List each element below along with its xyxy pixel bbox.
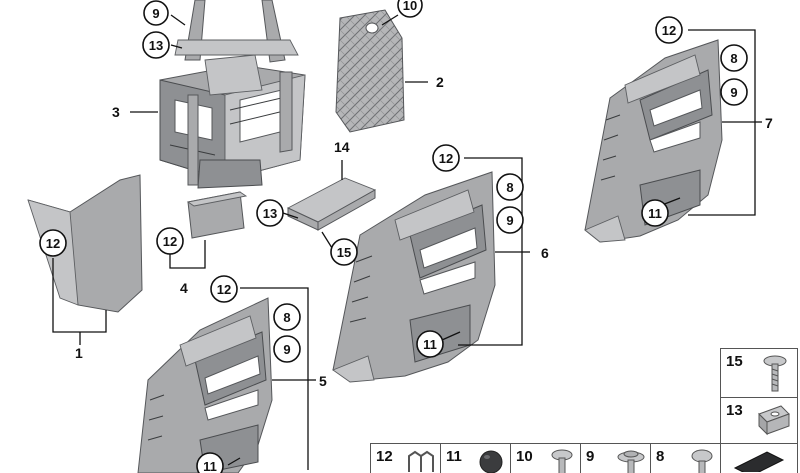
callout-12-part7: 12 [655, 16, 683, 44]
svg-text:12: 12 [163, 234, 177, 249]
legend-box-13: 13 [720, 397, 798, 445]
callout-15-part14: 15 [330, 238, 358, 266]
pan-screw-icon [691, 449, 713, 473]
part-4-cap [186, 191, 248, 239]
callout-11-part5: 11 [196, 452, 224, 473]
svg-text:9: 9 [152, 6, 159, 21]
legend-number: 9 [586, 448, 595, 465]
bolt-icon [551, 449, 573, 473]
callout-8-part6: 8 [496, 173, 524, 201]
part-3-frame [159, 0, 306, 189]
legend-box-9: 9 [580, 443, 652, 473]
legend-box-10: 10 [510, 443, 582, 473]
spring-clip-icon [408, 450, 434, 472]
svg-text:9: 9 [730, 85, 737, 100]
label-5: 5 [319, 373, 327, 389]
part-14-bracket [286, 177, 377, 231]
svg-text:11: 11 [423, 337, 437, 352]
svg-text:12: 12 [439, 151, 453, 166]
direction-arrow-icon [733, 451, 785, 472]
legend-number: 13 [726, 402, 743, 419]
legend-number: 11 [446, 448, 462, 465]
legend-box-11: 11 [440, 443, 512, 473]
label-1: 1 [75, 345, 83, 361]
callout-11-part6: 11 [416, 330, 444, 358]
callout-11-part7: 11 [641, 199, 669, 227]
svg-text:9: 9 [283, 342, 290, 357]
legend-number: 15 [726, 353, 743, 370]
part-7-seat-cover [584, 39, 723, 243]
legend-box-15: 15 [720, 348, 798, 398]
svg-text:13: 13 [149, 38, 163, 53]
legend-box-8: 8 [650, 443, 722, 473]
svg-text:15: 15 [337, 245, 351, 260]
svg-text:10: 10 [403, 0, 417, 13]
svg-text:8: 8 [283, 310, 290, 325]
clip-nut-icon [758, 405, 790, 436]
flange-screw-icon [617, 450, 645, 473]
callout-13-top: 13 [142, 31, 170, 59]
callout-12-part6: 12 [432, 144, 460, 172]
svg-text:8: 8 [730, 51, 737, 66]
label-6: 6 [541, 245, 549, 261]
screw-icon [763, 355, 787, 392]
callout-12-part4: 12 [156, 227, 184, 255]
svg-text:13: 13 [263, 206, 277, 221]
callout-10-top: 10 [397, 0, 423, 18]
svg-text:9: 9 [506, 213, 513, 228]
callout-12-part1: 12 [39, 229, 67, 257]
svg-text:11: 11 [203, 459, 217, 473]
label-14: 14 [334, 139, 350, 155]
svg-text:12: 12 [46, 236, 60, 251]
leader-lines [52, 14, 762, 470]
callout-8-part7: 8 [720, 44, 748, 72]
callout-8-part5: 8 [273, 303, 301, 331]
svg-text:12: 12 [662, 23, 676, 38]
legend-number: 10 [516, 448, 533, 465]
callout-9-part5: 9 [273, 335, 301, 363]
callout-9-part6: 9 [496, 206, 524, 234]
svg-text:8: 8 [506, 180, 513, 195]
callout-13-part14: 13 [256, 199, 284, 227]
part-2-mesh-panel [335, 9, 405, 133]
part-5-seat-cover [137, 297, 273, 473]
label-4: 4 [180, 280, 188, 296]
svg-text:12: 12 [217, 282, 231, 297]
legend-number: 8 [656, 448, 665, 465]
legend-box-arrow [720, 443, 798, 473]
callout-9-part7: 9 [720, 78, 748, 106]
push-button-icon [479, 450, 503, 473]
label-7: 7 [765, 115, 773, 131]
legend-number: 12 [376, 448, 393, 465]
callout-9-top: 9 [143, 0, 169, 26]
svg-text:11: 11 [648, 206, 662, 221]
callout-12-part5: 12 [210, 275, 238, 303]
label-3: 3 [112, 104, 120, 120]
label-2: 2 [436, 74, 444, 90]
legend-box-12: 12 [370, 443, 442, 473]
